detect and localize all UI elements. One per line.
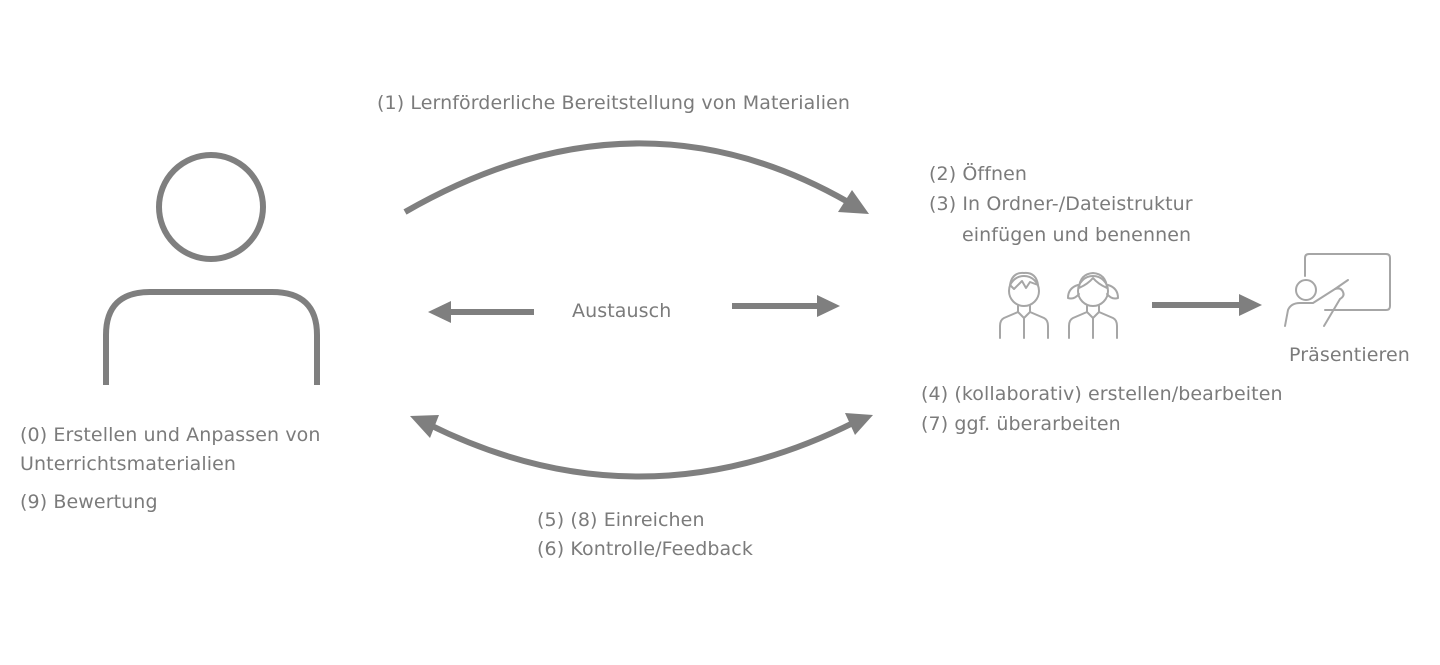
present-arrow	[1152, 294, 1262, 316]
label-revise: (7) ggf. überarbeiten	[921, 413, 1121, 435]
label-insert-line1: (3) In Ordner-/Dateistruktur	[929, 193, 1193, 215]
label-grade: (9) Bewertung	[20, 491, 158, 513]
label-teacher-line2: Unterrichtsmaterialien	[20, 453, 237, 475]
exchange-right-arrow	[732, 295, 840, 317]
student-boy-icon	[999, 271, 1049, 339]
student-girl-icon	[1067, 272, 1119, 339]
label-exchange: Austausch	[572, 300, 672, 322]
top-curved-arrow	[403, 140, 869, 215]
label-control: (6) Kontrolle/Feedback	[537, 538, 753, 560]
label-insert-line2: einfügen und benennen	[962, 224, 1192, 246]
bottom-curved-arrow	[410, 413, 873, 480]
label-top-flow: (1) Lernförderliche Bereitstellung von M…	[377, 92, 851, 114]
label-present: Präsentieren	[1289, 344, 1410, 366]
label-submit: (5) (8) Einreichen	[537, 509, 705, 531]
label-open: (2) Öffnen	[929, 163, 1028, 185]
presentation-board-icon	[1284, 253, 1391, 327]
label-create-edit: (4) (kollaborativ) erstellen/bearbeiten	[921, 383, 1283, 405]
teacher-person-icon	[103, 152, 320, 385]
exchange-left-arrow	[428, 301, 534, 323]
label-teacher-line1: (0) Erstellen und Anpassen von	[20, 424, 321, 446]
